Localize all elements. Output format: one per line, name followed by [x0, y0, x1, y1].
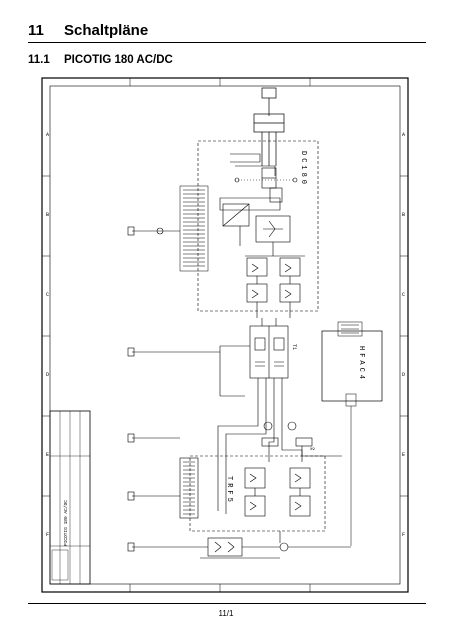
title-block: PICOTIG 180 AC/DC — [49, 410, 91, 585]
edge-letter: C — [402, 292, 405, 298]
edge-letter: F — [402, 532, 405, 538]
edge-letters-bottom: A B C D E F — [402, 132, 405, 538]
dc-board-label: DC180 — [299, 151, 307, 187]
hf-board-outline — [321, 330, 383, 402]
transformer-label: T1 — [291, 344, 297, 350]
edge-letter: F — [46, 532, 49, 538]
left-signal-lines — [127, 226, 180, 236]
page-number: 11/1 — [218, 609, 234, 618]
section-title: Schaltpläne — [64, 22, 149, 39]
title-block-name: PICOTIG 180 AC/DC — [63, 500, 69, 546]
drawing-inner-frame — [49, 85, 401, 585]
subsection-number: 11.1 — [28, 54, 50, 66]
tr-board-label: TRF5 — [225, 476, 233, 505]
edge-letters-top: A B C D E F — [46, 132, 49, 538]
edge-ticks — [42, 78, 408, 592]
edge-letter: D — [46, 372, 49, 378]
drawing-outer-frame — [41, 77, 409, 593]
bottom-wiring — [127, 433, 351, 559]
hf-board-components — [337, 321, 363, 546]
edge-letter: B — [402, 212, 405, 218]
x9-label: X9 — [310, 448, 315, 452]
mains-input — [253, 87, 285, 166]
control-connector-strip — [179, 185, 209, 272]
tr-board-outline — [189, 455, 326, 532]
edge-letter: A — [46, 132, 49, 138]
edge-letter: D — [402, 372, 405, 378]
dc-board-components — [219, 153, 305, 318]
header-rule — [28, 42, 426, 43]
tr-board-components — [179, 457, 311, 519]
edge-letter: E — [46, 452, 49, 458]
edge-letter: A — [402, 132, 405, 138]
edge-letter: E — [402, 452, 405, 458]
footer-rule — [28, 603, 426, 604]
edge-letter: B — [46, 212, 49, 218]
edge-letter: C — [46, 292, 49, 298]
subsection-title: PICOTIG 180 AC/DC — [64, 54, 173, 66]
transformer-t1 — [127, 325, 289, 397]
hf-board-label: HFAC4 — [357, 346, 365, 382]
t1-vertical-leads — [257, 318, 283, 406]
wiring-diagram: A B C D E F A B C D E F PICOTIG 180 AC/D… — [41, 77, 409, 593]
section-number: 11 — [28, 22, 44, 39]
middle-wiring — [217, 406, 342, 514]
